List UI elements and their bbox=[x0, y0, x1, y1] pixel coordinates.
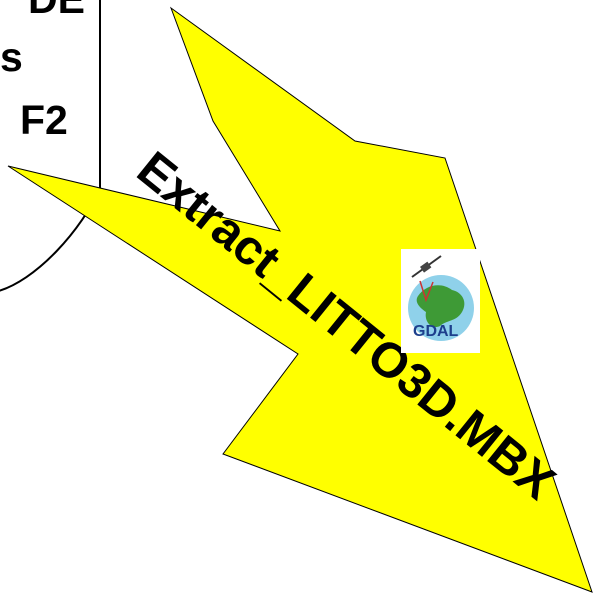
document-text-line-3: F2 bbox=[20, 97, 68, 143]
gdal-logo-label: GDAL bbox=[413, 323, 459, 340]
document-text-line-1: DE bbox=[28, 0, 85, 22]
document-shape: DE s F2 bbox=[0, 0, 101, 292]
satellite-icon bbox=[411, 255, 442, 303]
gdal-landmass-icon bbox=[416, 285, 465, 328]
gdal-logo: GDAL bbox=[401, 249, 480, 353]
document-text-line-2: s bbox=[0, 34, 23, 80]
arrow-shape bbox=[7, 6, 593, 593]
